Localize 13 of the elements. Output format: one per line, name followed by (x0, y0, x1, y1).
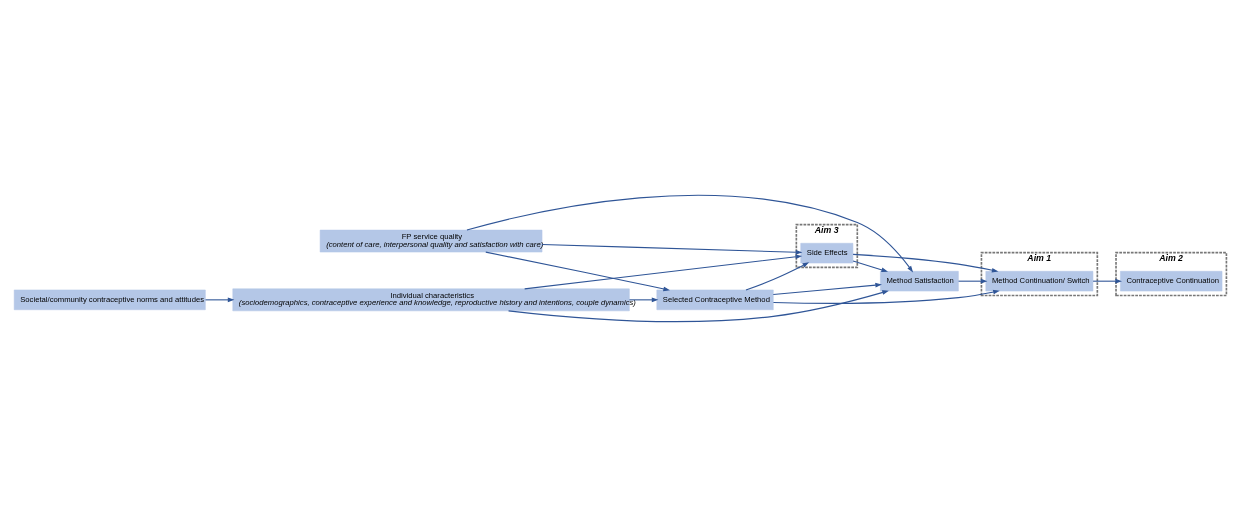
arrow (1092, 278, 1122, 283)
arrow (772, 282, 882, 295)
arrow (852, 253, 999, 272)
arrow (745, 261, 810, 290)
arrow (524, 254, 803, 289)
arrow (852, 260, 889, 272)
arrow (466, 194, 914, 272)
arrow (204, 297, 235, 302)
arrow (772, 289, 1000, 304)
arrow (628, 297, 659, 302)
arrow (541, 243, 803, 255)
arrow (958, 278, 988, 283)
arrow (485, 251, 670, 291)
